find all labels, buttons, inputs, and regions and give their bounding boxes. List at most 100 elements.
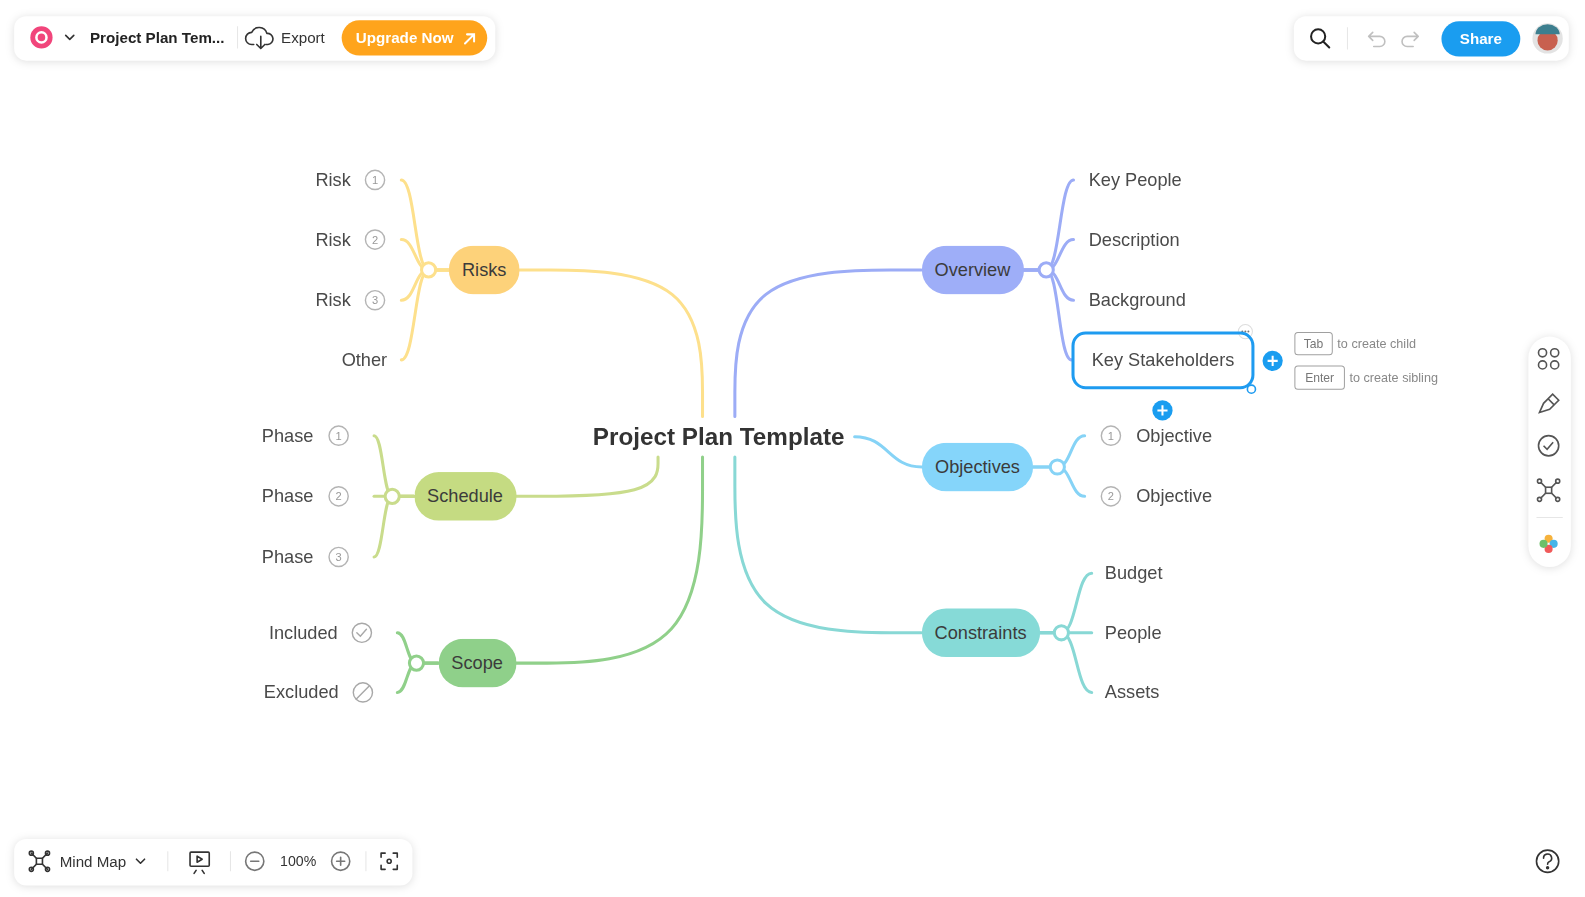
side-toolbar-icon xyxy=(1538,361,1546,369)
zoom-bar-icon xyxy=(387,859,391,863)
callout-circle xyxy=(365,170,384,189)
callout-number: 2 xyxy=(372,234,378,246)
callout-number: 1 xyxy=(336,430,342,442)
topic-text: Risk xyxy=(315,285,350,315)
topic-text: Objective xyxy=(1136,421,1212,451)
upgrade-button xyxy=(465,34,474,43)
side-toolbar-icon xyxy=(1556,497,1560,501)
side-toolbar-icon xyxy=(1537,349,1559,502)
zoom-bar-icon xyxy=(45,867,49,871)
side-toolbar-icon xyxy=(1544,442,1554,449)
key-hint-box xyxy=(1295,366,1345,389)
color-theme-icon xyxy=(1540,535,1558,553)
toolbar-icon xyxy=(257,36,265,48)
callout-number: 2 xyxy=(1108,490,1114,502)
help-icon xyxy=(1547,867,1549,869)
status-icon xyxy=(353,683,372,702)
side-toolbar-icon xyxy=(1540,394,1559,412)
branch-topic: Objectives xyxy=(922,443,1033,492)
toolbar-label: Export xyxy=(281,29,325,46)
branch-topic: Risks xyxy=(449,246,520,295)
resize-handle xyxy=(1247,385,1255,393)
toolbar-panel xyxy=(14,16,1571,885)
toolbar-panel xyxy=(1294,16,1569,60)
upgrade-button xyxy=(342,20,488,55)
toolbar-panel xyxy=(14,839,412,885)
user-avatar xyxy=(1532,23,1562,53)
junction-dot xyxy=(385,489,399,503)
side-toolbar-icon xyxy=(1538,436,1558,456)
help-icon xyxy=(1536,850,1558,872)
key-hint: Tab xyxy=(1304,337,1324,351)
junction-dot xyxy=(1054,626,1068,640)
separator xyxy=(167,851,168,871)
button-label: Upgrade Now xyxy=(356,29,454,46)
separator xyxy=(237,26,238,48)
toolbar-panel xyxy=(1528,337,1570,567)
central-topic: Project Plan Template xyxy=(583,416,855,456)
topic-text: Risk xyxy=(315,224,350,254)
zoom-bar-icon xyxy=(29,851,33,855)
side-toolbar-icon xyxy=(1538,349,1546,357)
branch-connector xyxy=(520,270,703,417)
separator xyxy=(1536,517,1562,518)
side-toolbar-icon xyxy=(1537,497,1541,501)
topic-text: Key Stakeholders xyxy=(1092,334,1235,386)
topic-text: Risks xyxy=(462,246,506,295)
topic-text: Overview xyxy=(935,246,1011,295)
key-hint-box xyxy=(1295,333,1345,390)
topic-text: Scope xyxy=(451,639,503,688)
side-toolbar-icon xyxy=(1546,487,1552,493)
app-logo xyxy=(30,26,52,48)
selected-subtopic: Key Stakeholders xyxy=(1071,331,1254,389)
callout-circle xyxy=(329,547,348,566)
zoom-bar-icon xyxy=(337,857,345,865)
separator xyxy=(1347,27,1348,49)
toolbar-icon xyxy=(1369,32,1385,46)
resize-handle xyxy=(1247,385,1255,393)
topic-text: Phase xyxy=(262,542,314,572)
branch-connector xyxy=(1023,270,1071,360)
topic-text: Project Plan Template xyxy=(593,423,845,451)
callout-number: 3 xyxy=(336,551,342,563)
zoom-level: 100% xyxy=(280,853,316,869)
topic-text: Included xyxy=(269,618,338,648)
callout-number: 1 xyxy=(372,174,378,186)
branch-connector xyxy=(374,496,414,557)
branch-connector xyxy=(1040,633,1092,693)
branch-connector xyxy=(516,457,658,496)
upgrade-button xyxy=(342,20,488,55)
subtopic: Assets xyxy=(1092,677,1160,707)
add-button xyxy=(1268,356,1278,366)
topic-text: Risk xyxy=(315,165,350,195)
more-menu xyxy=(1247,331,1249,333)
status-icon xyxy=(357,629,367,636)
toolbar-icon xyxy=(246,28,273,45)
key-hint-box xyxy=(1295,333,1332,355)
topic-text: Phase xyxy=(262,421,314,451)
branch-connector xyxy=(516,457,702,663)
subtopic: Phase xyxy=(262,421,374,451)
status-icon xyxy=(356,686,369,699)
branch-connector xyxy=(735,457,922,633)
side-toolbar-icon xyxy=(1537,479,1541,483)
subtopic: Phase xyxy=(262,542,374,572)
subtopic: Risk xyxy=(315,285,401,315)
junction-dot xyxy=(1050,460,1064,474)
topic-text: People xyxy=(1105,618,1162,648)
zoom-bar-icon xyxy=(332,852,350,870)
callout-circle xyxy=(329,170,1120,566)
callout-circle xyxy=(1101,487,1120,506)
subtopic: Key People xyxy=(1074,165,1182,195)
subtopic: Included xyxy=(269,618,397,648)
zoom-bar-icon xyxy=(381,853,397,869)
topic-text: Description xyxy=(1089,224,1180,254)
hint-text: to create sibling xyxy=(1349,370,1438,384)
callout-circle xyxy=(329,426,348,445)
subtopic: Description xyxy=(1074,224,1180,254)
junction-dot xyxy=(1039,263,1053,277)
share-button xyxy=(1441,21,1520,56)
zoom-bar-icon xyxy=(136,859,144,863)
branch-topic: Overview xyxy=(921,246,1023,295)
